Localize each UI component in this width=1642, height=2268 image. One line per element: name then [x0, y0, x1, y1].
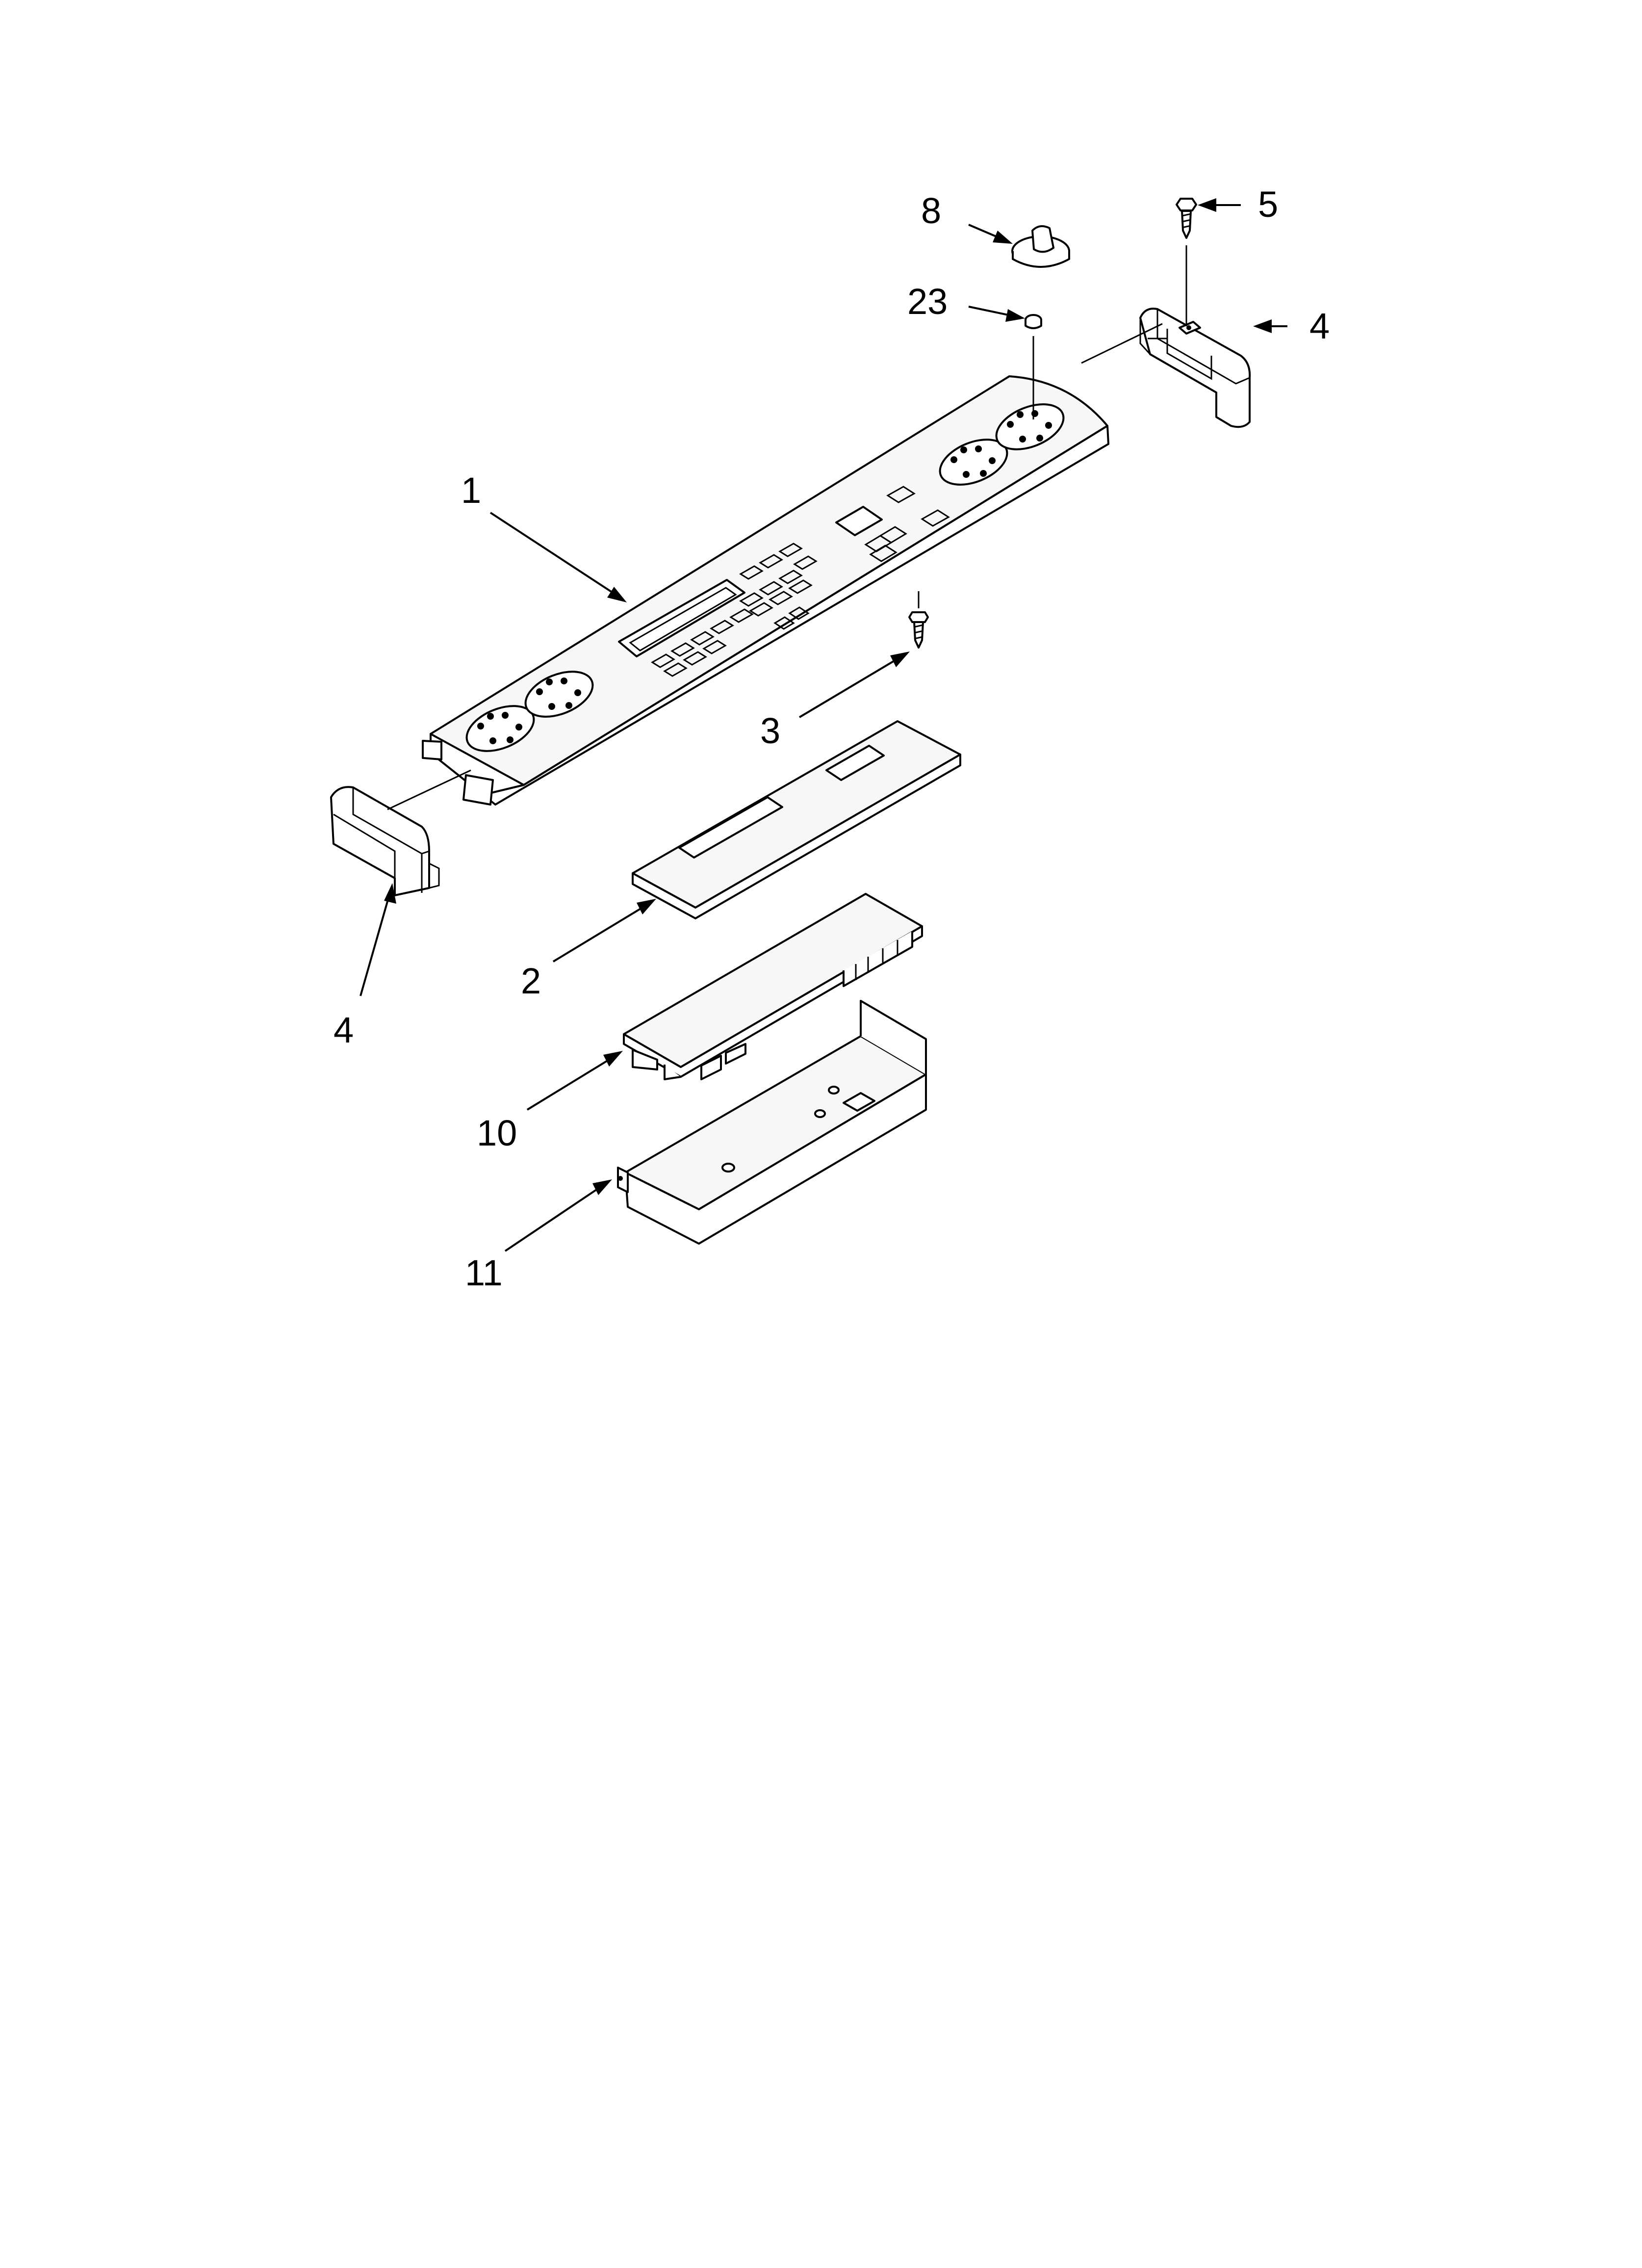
screw-mid: [908, 591, 929, 649]
overlay: [632, 720, 961, 919]
callout-label-10: 10: [477, 1113, 517, 1153]
callout-label-4-left: 4: [334, 1010, 354, 1050]
board-box: [617, 1000, 927, 1245]
callout-label-11: 11: [465, 1252, 503, 1293]
leader-lines: [359, 198, 1287, 1252]
callout-label-2: 2: [521, 961, 541, 1001]
control-panel: [422, 375, 1109, 806]
screw-top: [1176, 198, 1197, 326]
callout-label-8: 8: [921, 190, 941, 231]
callout-labels: 1 2 3 4 4 5 8 10 11 23: [334, 184, 1330, 1293]
end-cap-right: [1081, 308, 1251, 428]
callout-label-1: 1: [461, 470, 481, 511]
control-board: [623, 893, 923, 1080]
callout-label-5: 5: [1258, 184, 1278, 225]
callout-label-4-right: 4: [1309, 306, 1330, 346]
end-cap-left: [330, 769, 471, 896]
knob: [1011, 225, 1070, 268]
callout-label-23: 23: [907, 281, 948, 322]
spring-clip: [1025, 314, 1042, 419]
callout-label-3: 3: [760, 710, 780, 751]
